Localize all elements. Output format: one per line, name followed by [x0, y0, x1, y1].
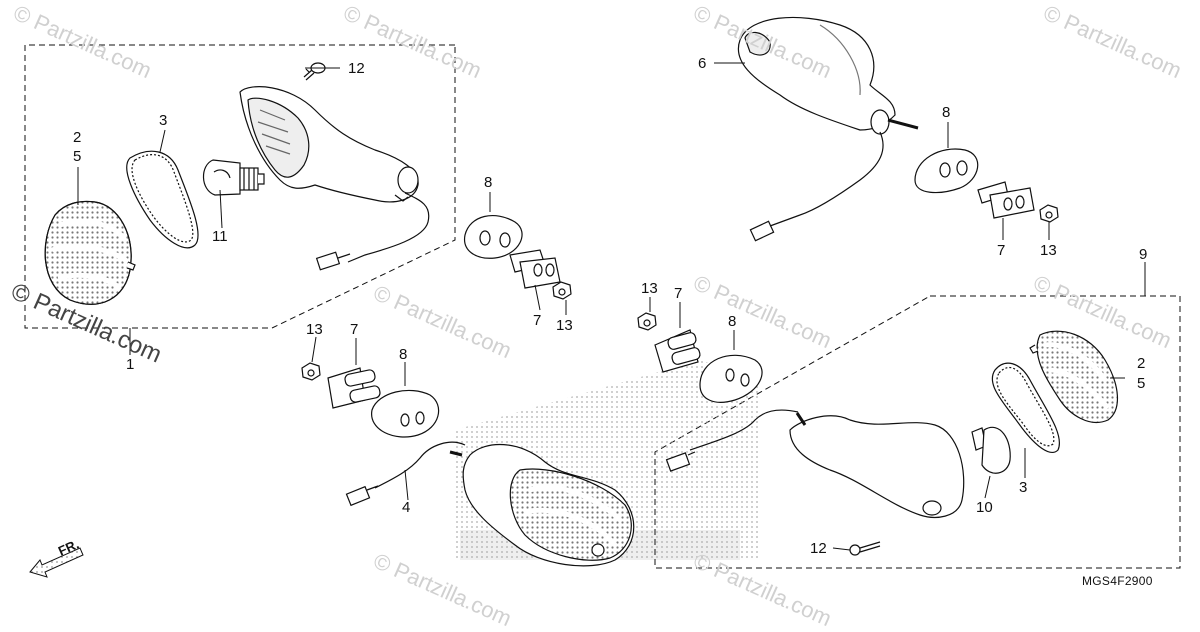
bulb-lower-right — [971, 426, 1011, 474]
grommet-8-upper-right — [914, 148, 979, 194]
callout-12: 12 — [348, 60, 365, 77]
callout-7: 7 — [997, 242, 1006, 259]
callout-6: 6 — [698, 55, 707, 72]
callout-13: 13 — [306, 321, 323, 338]
grommet-8-lower-left — [371, 389, 440, 438]
callout-7: 7 — [533, 312, 542, 329]
callout-12: 12 — [810, 540, 827, 557]
assembly-frame-left — [24, 44, 456, 329]
callout-13: 13 — [556, 317, 573, 334]
diagram-code: MGS4F2900 — [1082, 574, 1153, 588]
callout-10: 10 — [976, 499, 993, 516]
callout-3: 3 — [1019, 479, 1028, 496]
collar-7-upper-right — [977, 181, 1035, 219]
bulb-left-upper — [202, 159, 265, 196]
callout-2: 2 — [1137, 355, 1146, 372]
callout-7: 7 — [674, 285, 683, 302]
callout-3: 3 — [159, 112, 168, 129]
front-arrow-icon — [29, 547, 84, 578]
leader-lines — [77, 62, 1146, 551]
gasket-left-upper — [126, 150, 199, 249]
callout-8: 8 — [484, 174, 493, 191]
callout-13: 13 — [1040, 242, 1057, 259]
callout-13: 13 — [641, 280, 658, 297]
callout-8: 8 — [728, 313, 737, 330]
lens-lower-right — [1029, 330, 1119, 423]
callout-5: 5 — [1137, 375, 1146, 392]
callout-8: 8 — [942, 104, 951, 121]
callout-11: 11 — [212, 228, 228, 245]
gasket-lower-right — [991, 362, 1060, 453]
nut-13-lower-left — [301, 362, 321, 381]
screw-12-right — [849, 541, 881, 556]
callout-2: 2 — [73, 129, 82, 146]
lens-left-upper — [44, 200, 136, 305]
grommet-8-upper-mid — [464, 214, 523, 259]
nut-13-upper-mid — [552, 281, 572, 300]
nut-13-upper-right — [1039, 204, 1059, 223]
callout-8: 8 — [399, 346, 408, 363]
housing-lower-right — [665, 409, 965, 518]
exploded-parts-diagram — [24, 16, 1181, 578]
callout-4: 4 — [402, 499, 411, 516]
collar-7-lower-left — [327, 367, 381, 409]
collar-7-lower-mid — [654, 329, 701, 373]
screw-12-left — [303, 62, 326, 81]
turn-signal-4 — [345, 441, 635, 567]
callout-7: 7 — [350, 321, 359, 338]
nut-13-lower-mid — [637, 312, 657, 331]
collar-7-upper-mid — [509, 249, 561, 289]
callout-1: 1 — [126, 356, 135, 373]
turn-signal-6 — [737, 16, 919, 242]
housing-left-upper — [239, 86, 430, 271]
callout-9: 9 — [1139, 246, 1148, 263]
callout-5: 5 — [73, 148, 82, 165]
grommet-8-lower-mid — [699, 354, 763, 403]
